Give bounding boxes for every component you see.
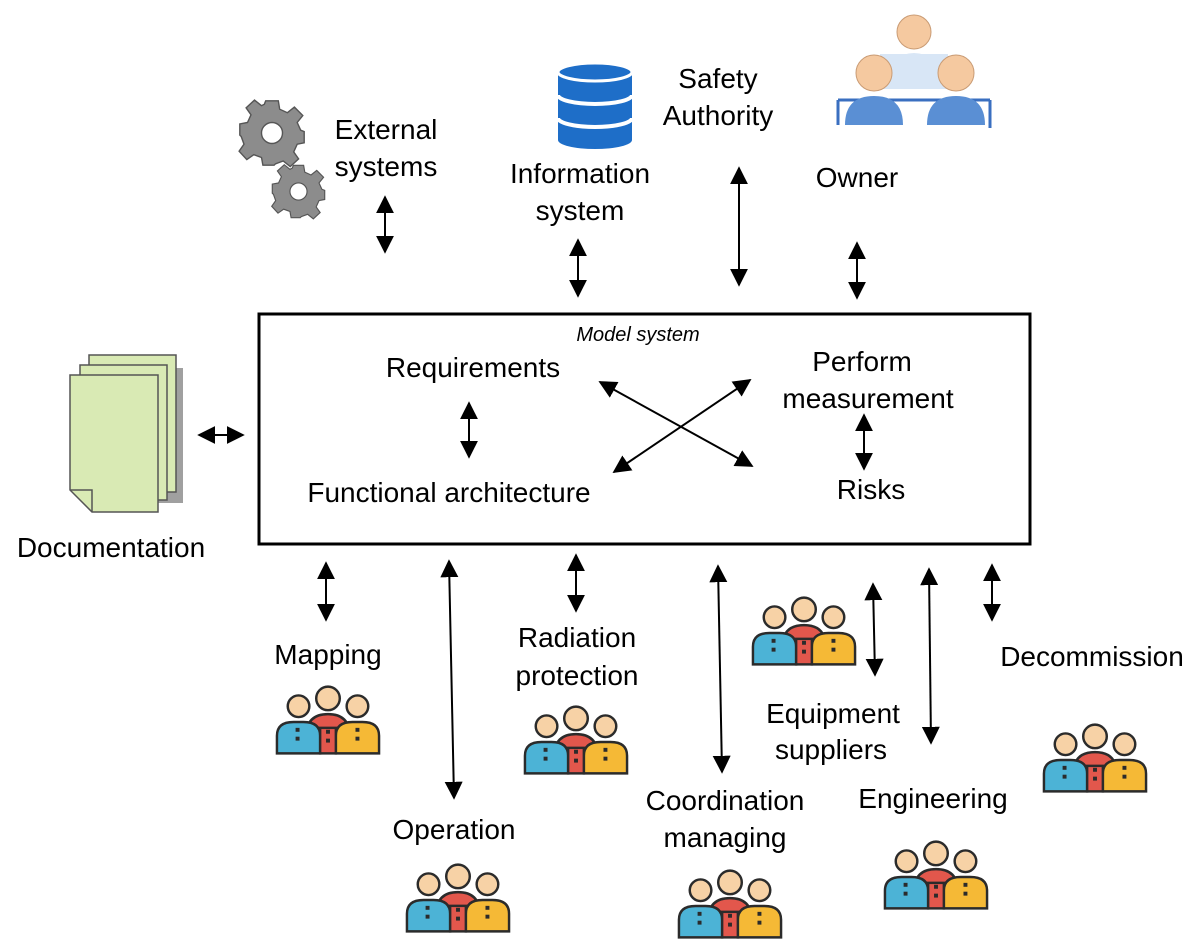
documents-icon	[69, 354, 183, 513]
arrow-operation	[440, 559, 463, 800]
risks-label: Risks	[837, 474, 905, 505]
documentation-label: Documentation	[17, 532, 205, 563]
operation-label: Operation	[393, 814, 516, 845]
information-system-label-1: Information	[510, 158, 650, 189]
team-icon	[1042, 723, 1148, 793]
coordination-managing-label-1: Coordination	[646, 785, 805, 816]
team-icon	[405, 863, 511, 933]
external-systems-label-2: systems	[335, 151, 438, 182]
perform-measurement-label-1: Perform	[812, 346, 912, 377]
model-system-title: Model system	[576, 324, 699, 346]
model-system-box	[257, 312, 1032, 546]
information-system-label-2: system	[536, 195, 625, 226]
arrow-engineering	[920, 567, 940, 745]
gears-icon	[238, 99, 326, 220]
team-icon	[523, 705, 629, 775]
database-icon	[556, 61, 634, 149]
owner-label: Owner	[816, 162, 898, 193]
team-icon	[883, 840, 989, 910]
arrow-equipment-suppliers	[864, 582, 884, 677]
safety-authority-label-1: Safety	[678, 63, 757, 94]
arrow-coordination-managing	[709, 564, 731, 774]
safety-authority-label-2: Authority	[663, 100, 774, 131]
team-icon	[275, 685, 381, 755]
team-icon	[751, 596, 857, 666]
radiation-protection-label-1: Radiation	[518, 622, 636, 653]
team-icon	[677, 869, 783, 939]
perform-measurement-label-2: measurement	[782, 383, 953, 414]
arrow-measurement-functional	[612, 378, 752, 474]
group-icon	[836, 14, 992, 128]
coordination-managing-label-2: managing	[664, 822, 787, 853]
requirements-label: Requirements	[386, 352, 560, 383]
engineering-label: Engineering	[858, 783, 1007, 814]
decommission-label: Decommission	[1000, 641, 1184, 672]
mapping-label: Mapping	[274, 639, 381, 670]
external-systems-label-1: External	[335, 114, 438, 145]
equipment-suppliers-label-2: suppliers	[775, 734, 887, 765]
functional-architecture-label: Functional architecture	[307, 477, 590, 508]
radiation-protection-label-2: protection	[516, 660, 639, 691]
equipment-suppliers-label-1: Equipment	[766, 698, 900, 729]
